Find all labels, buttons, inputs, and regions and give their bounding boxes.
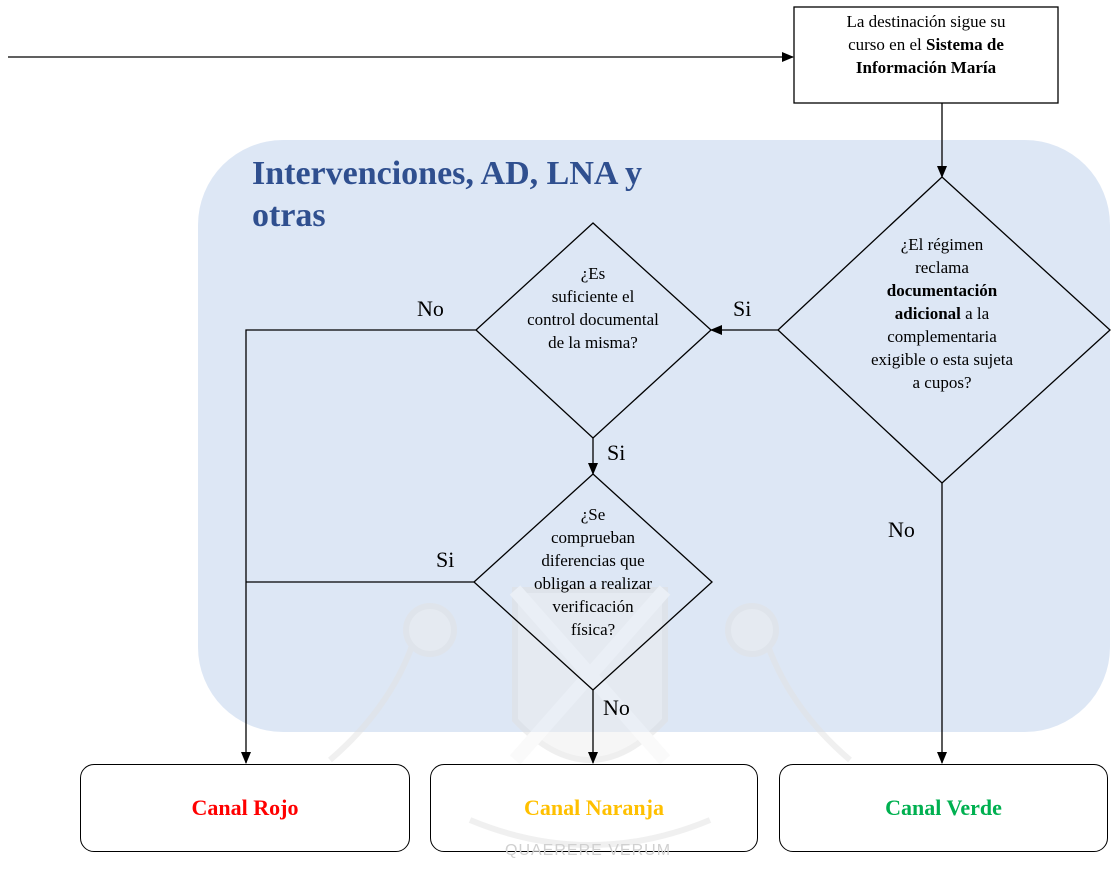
control-line-1: ¿Es xyxy=(580,264,606,283)
watermark-motto: QUAERERE VERUM xyxy=(505,842,672,859)
diff-line-6: física? xyxy=(570,620,616,639)
decision-control-text: ¿Es suficiente el control documental de … xyxy=(503,262,683,354)
regime-line-7: a cupos? xyxy=(912,373,972,392)
arrow-control-to-red xyxy=(241,329,476,764)
label-si-control: Si xyxy=(607,440,626,465)
regime-line-4-bold: adicional xyxy=(894,304,961,323)
start-line-2: curso en el xyxy=(848,35,926,54)
label-no-diff: No xyxy=(603,695,630,720)
start-box xyxy=(793,6,1059,104)
channel-orange-box: Canal Naranja xyxy=(430,764,758,852)
label-no-regime: No xyxy=(888,517,915,542)
diff-line-2: comprueban xyxy=(550,528,636,547)
channel-orange-label: Canal Naranja xyxy=(524,795,664,820)
channel-red-label: Canal Rojo xyxy=(191,795,299,820)
group-background xyxy=(198,140,1110,732)
diff-line-1: ¿Se xyxy=(580,505,606,524)
label-no-control: No xyxy=(417,296,444,321)
regime-line-5: complementaria xyxy=(887,327,997,346)
start-line-1: La destinación sigue su xyxy=(846,12,1006,31)
label-si-regime: Si xyxy=(733,296,752,321)
group-title: Intervenciones, AD, LNA y otras xyxy=(252,155,643,234)
start-line-3-bold: Información María xyxy=(855,58,997,77)
decision-diff-text: ¿Se comprueban diferencias que obligan a… xyxy=(503,503,683,641)
control-line-2: suficiente el xyxy=(551,287,635,306)
watermark-crest xyxy=(328,585,852,848)
channel-red-box: Canal Rojo xyxy=(80,764,410,852)
channel-green-label: Canal Verde xyxy=(885,795,1002,820)
control-line-4: de la misma? xyxy=(548,333,638,352)
regime-line-2: reclama xyxy=(915,258,969,277)
start-line-2-bold: Sistema de xyxy=(925,35,1004,54)
label-si-diff: Si xyxy=(436,547,455,572)
control-line-3: control documental xyxy=(527,310,659,329)
channel-green-box: Canal Verde xyxy=(779,764,1108,852)
regime-line-3: documentación xyxy=(886,281,998,300)
diff-line-5: verificación xyxy=(552,597,634,616)
decision-regime-text: ¿El régimen reclama documentación adicio… xyxy=(842,233,1042,394)
regime-line-6: exigible o esta sujeta xyxy=(870,350,1014,369)
regime-line-4-rest: a la xyxy=(960,304,990,323)
start-box-text: La destinación sigue su curso en el Sist… xyxy=(794,10,1058,79)
regime-line-1: ¿El régimen xyxy=(900,235,984,254)
diff-line-3: diferencias que xyxy=(541,551,645,570)
diff-line-4: obligan a realizar xyxy=(534,574,652,593)
